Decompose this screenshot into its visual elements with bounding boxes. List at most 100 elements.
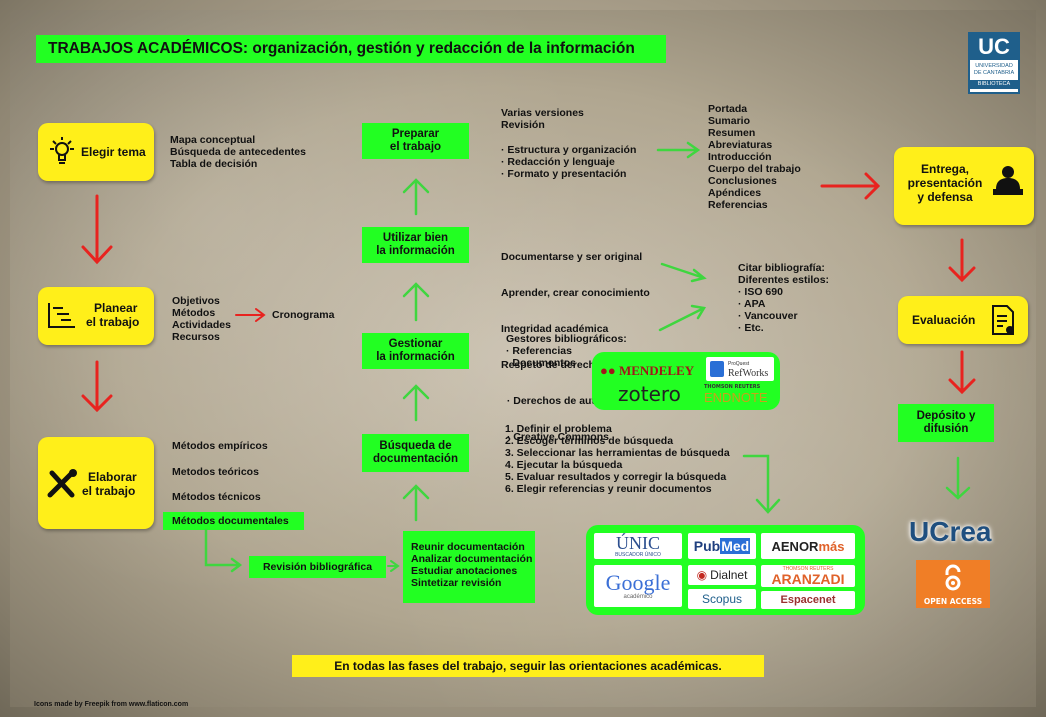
busqueda-l2: documentación — [373, 453, 458, 465]
open-access-badge: OPEN ACCESS — [916, 560, 990, 608]
list-item: Sumario — [708, 115, 751, 127]
list-item: Tabla de decisión — [170, 158, 258, 170]
list-item: · Creative Commons — [501, 431, 609, 443]
planear-label-1: Planear — [94, 301, 138, 315]
unic-logo: ÚNIC BUSCADOR ÚNICO — [594, 533, 682, 559]
entrega-l3: y defensa — [917, 190, 973, 204]
planear-label-2: el trabajo — [86, 315, 140, 329]
dialnet-text: Dialnet — [710, 568, 748, 582]
gestionar-l1: Gestionar — [388, 338, 443, 350]
box-busqueda: Búsqueda de documentación — [362, 434, 469, 472]
metodo-teorico: Metodos teóricos — [172, 466, 259, 478]
scopus-logo: Scopus — [688, 589, 756, 609]
box-elaborar: Elaborar el trabajo — [38, 437, 154, 529]
refworks-small: ProQuest — [728, 361, 750, 367]
list-item: · Documentos — [506, 357, 577, 369]
list-item: Reunir documentación — [411, 541, 525, 553]
list-item: Apéndices — [708, 187, 762, 199]
mendeley-text: MENDELEY — [618, 363, 695, 378]
elegir-tema-label: Elegir tema — [81, 145, 146, 159]
list-item: Objetivos — [172, 295, 220, 307]
box-deposito: Depósito y difusión — [898, 404, 994, 442]
cronograma-label: Cronograma — [272, 309, 335, 321]
list-item: Resumen — [708, 127, 756, 139]
list-item: Actividades — [172, 319, 231, 331]
deposito-l2: difusión — [923, 423, 969, 435]
refworks-icon — [710, 361, 724, 377]
preparar-l2: el trabajo — [389, 141, 442, 153]
uc-logo-letters: UC — [970, 34, 1018, 60]
pubmed-text-2: Med — [720, 538, 751, 554]
metodos-documentales-box: Métodos documentales — [163, 512, 304, 530]
tools-icon — [46, 469, 78, 503]
mendeley-icon: ●● — [600, 363, 616, 378]
reference-managers-panel: ●● MENDELEY ProQuest RefWorks zotero THO… — [592, 352, 780, 410]
google-scholar-logo: Google académico — [594, 565, 682, 607]
box-planear: Planear el trabajo — [38, 287, 154, 345]
utilizar-l1: Utilizar bien — [382, 232, 449, 244]
list-item: Diferentes estilos: — [738, 274, 830, 286]
preparar-l1: Preparar — [391, 128, 440, 140]
revision-bibliografica-box: Revisión bibliográfica — [249, 556, 386, 578]
unic-sub: BUSCADOR ÚNICO — [615, 552, 661, 558]
list-item: Gestores bibliográficos: — [506, 333, 627, 345]
list-item: Portada — [708, 103, 748, 115]
zotero-logo: zotero — [618, 382, 681, 406]
list-item: Varias versiones — [501, 107, 584, 119]
list-item: 2. Escoger términos de búsqueda — [505, 435, 674, 447]
deposito-l1: Depósito y — [916, 410, 976, 422]
list-item: 5. Evaluar resultados y corregir la búsq… — [505, 471, 727, 483]
utilizar-l2: la información — [376, 245, 455, 257]
gestores-list: Gestores bibliográficos: · Referencias ·… — [506, 333, 627, 369]
endnote-logo: ENDNOTE — [704, 390, 768, 405]
aranzadi-text: ARANZADI — [771, 570, 845, 587]
list-item: Estudiar anotaciones — [411, 565, 518, 577]
list-item: · Referencias — [506, 345, 572, 357]
uc-logo-line3: BIBLIOTECA — [970, 80, 1018, 89]
list-item: · Formato y presentación — [501, 168, 627, 180]
list-item: · Estructura y organización — [501, 144, 637, 156]
open-access-label: OPEN ACCESS — [923, 597, 983, 606]
aranzadi-logo: THOMSON REUTERS ARANZADI — [761, 565, 855, 587]
gestionar-l2: la información — [376, 351, 455, 363]
open-access-icon — [916, 564, 990, 596]
list-item: Métodos — [172, 307, 216, 319]
list-item: Revisión — [501, 119, 545, 131]
list-item: Introducción — [708, 151, 772, 163]
refworks-logo: ProQuest RefWorks — [706, 357, 774, 381]
gantt-icon — [47, 301, 77, 333]
scopus-text: Scopus — [701, 592, 743, 606]
list-item: · Etc. — [738, 322, 764, 334]
list-item: · APA — [738, 298, 766, 310]
list-item: Integridad académica — [501, 323, 609, 335]
elaborar-label-2: el trabajo — [82, 484, 136, 498]
uc-logo-line1: UNIVERSIDAD — [975, 63, 1013, 69]
box-gestionar: Gestionar la información — [362, 333, 469, 369]
list-item: 4. Ejecutar la búsqueda — [505, 459, 623, 471]
mendeley-logo: ●● MENDELEY — [600, 363, 694, 379]
box-preparar: Preparar el trabajo — [362, 123, 469, 159]
partes-list: Portada Sumario Resumen Abreviaturas Int… — [708, 103, 801, 211]
metodo-empirico: Métodos empíricos — [172, 440, 268, 452]
aenor-text-1: AENOR — [771, 538, 819, 554]
estructura-list: · Estructura y organización · Redacción … — [501, 144, 636, 180]
list-item: Conclusiones — [708, 175, 777, 187]
list-item: · Redacción y lenguaje — [501, 156, 615, 168]
list-item: Abreviaturas — [708, 139, 773, 151]
busqueda-l1: Búsqueda de — [379, 440, 452, 452]
metodo-tecnico: Métodos técnicos — [172, 491, 261, 503]
aenor-text-2: más — [818, 538, 845, 554]
list-item: 6. Elegir referencias y reunir documento… — [505, 483, 712, 495]
elegir-tema-list: Mapa conceptual Búsqueda de antecedentes… — [170, 134, 306, 170]
pubmed-text-1: Pub — [693, 538, 721, 554]
evaluacion-label: Evaluación — [912, 313, 976, 327]
list-item: · ISO 690 — [738, 286, 783, 298]
list-item: Cuerpo del trabajo — [708, 163, 801, 175]
list-item: 3. Seleccionar las herramientas de búsqu… — [505, 447, 730, 459]
endnote-small: THOMSON REUTERS — [704, 384, 761, 390]
evaluation-document-icon — [990, 304, 1016, 340]
elaborar-label-1: Elaborar — [88, 470, 137, 484]
ucrea-logo: UCrea — [909, 516, 992, 547]
